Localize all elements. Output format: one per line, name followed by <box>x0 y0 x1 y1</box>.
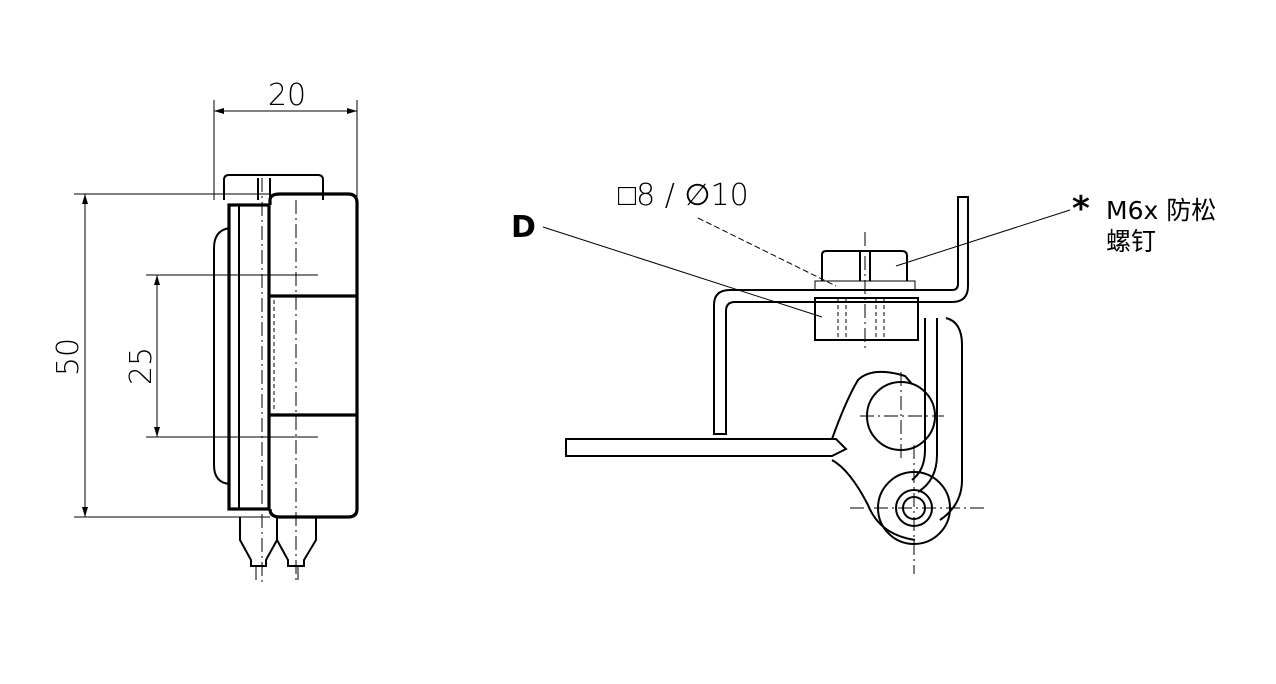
side-view <box>565 196 986 574</box>
note-line-2: 螺钉 <box>1106 227 1156 256</box>
front-view: 20 50 25 <box>51 78 359 582</box>
hole-spec-label: □8 / ∅10 <box>618 178 749 213</box>
width-dimension-label: 20 <box>268 78 306 113</box>
height-dimension-label: 50 <box>51 338 86 376</box>
pitch-dimension-label: 25 <box>124 347 159 385</box>
annotations: D □8 / ∅10 * M6x 防松 螺钉 <box>511 178 1216 318</box>
pitch-dimension: 25 <box>124 274 318 438</box>
label-d: D <box>511 210 536 245</box>
note-star: * <box>1072 189 1090 229</box>
height-dimension: 50 <box>51 193 270 518</box>
width-dimension: 20 <box>213 78 358 200</box>
note-line-1: M6x 防松 <box>1106 196 1216 225</box>
